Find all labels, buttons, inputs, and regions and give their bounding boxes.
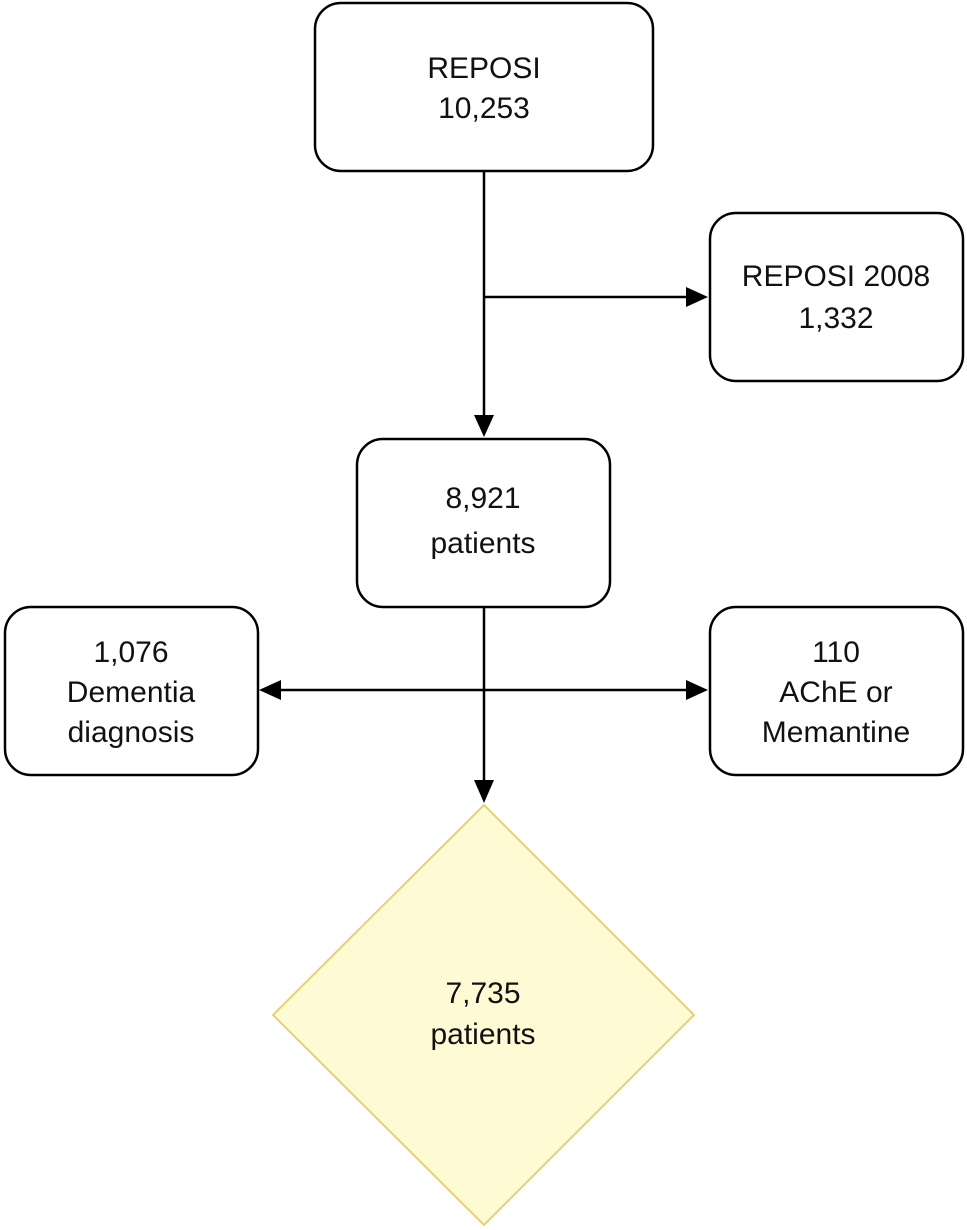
- node-ache-line3: Memantine: [762, 716, 910, 749]
- node-reposi-total-line2: 10,253: [438, 92, 530, 125]
- node-reposi-total-box: [313, 1, 655, 173]
- arrowhead-to-reposi-2008: [686, 287, 708, 307]
- node-patients-8921-line1: 8,921: [445, 482, 520, 515]
- node-dementia-line1: 1,076: [93, 636, 168, 669]
- node-reposi-2008-box: [708, 211, 965, 383]
- node-dementia-line2: Dementia: [67, 676, 196, 709]
- arrowhead-to-ache: [686, 680, 708, 700]
- arrowhead-to-final: [474, 780, 494, 803]
- node-final-diamond: [271, 803, 696, 1227]
- node-patients-8921-box: [355, 437, 612, 609]
- node-dementia-line3: diagnosis: [68, 716, 195, 749]
- node-reposi-total: REPOSI 10,253: [313, 1, 655, 173]
- node-dementia: 1,076 Dementia diagnosis: [3, 605, 260, 777]
- node-final-line1: 7,735: [445, 977, 520, 1010]
- node-ache-box: [708, 605, 965, 777]
- node-final-line2: patients: [430, 1018, 535, 1051]
- node-ache-line2: AChE or: [779, 676, 892, 709]
- node-patients-8921: 8,921 patients: [355, 437, 612, 609]
- arrowhead-to-8921: [474, 415, 494, 437]
- node-reposi-2008-line1: REPOSI 2008: [742, 260, 930, 293]
- node-reposi-2008-line2: 1,332: [798, 302, 873, 335]
- arrowhead-to-dementia: [259, 680, 281, 700]
- node-final: 7,735 patients: [271, 803, 696, 1227]
- node-reposi-2008: REPOSI 2008 1,332: [708, 211, 965, 383]
- node-patients-8921-line2: patients: [430, 527, 535, 560]
- node-reposi-total-line1: REPOSI: [427, 52, 540, 85]
- node-ache: 110 AChE or Memantine: [708, 605, 965, 777]
- node-dementia-box: [3, 605, 260, 777]
- node-ache-line1: 110: [812, 636, 860, 669]
